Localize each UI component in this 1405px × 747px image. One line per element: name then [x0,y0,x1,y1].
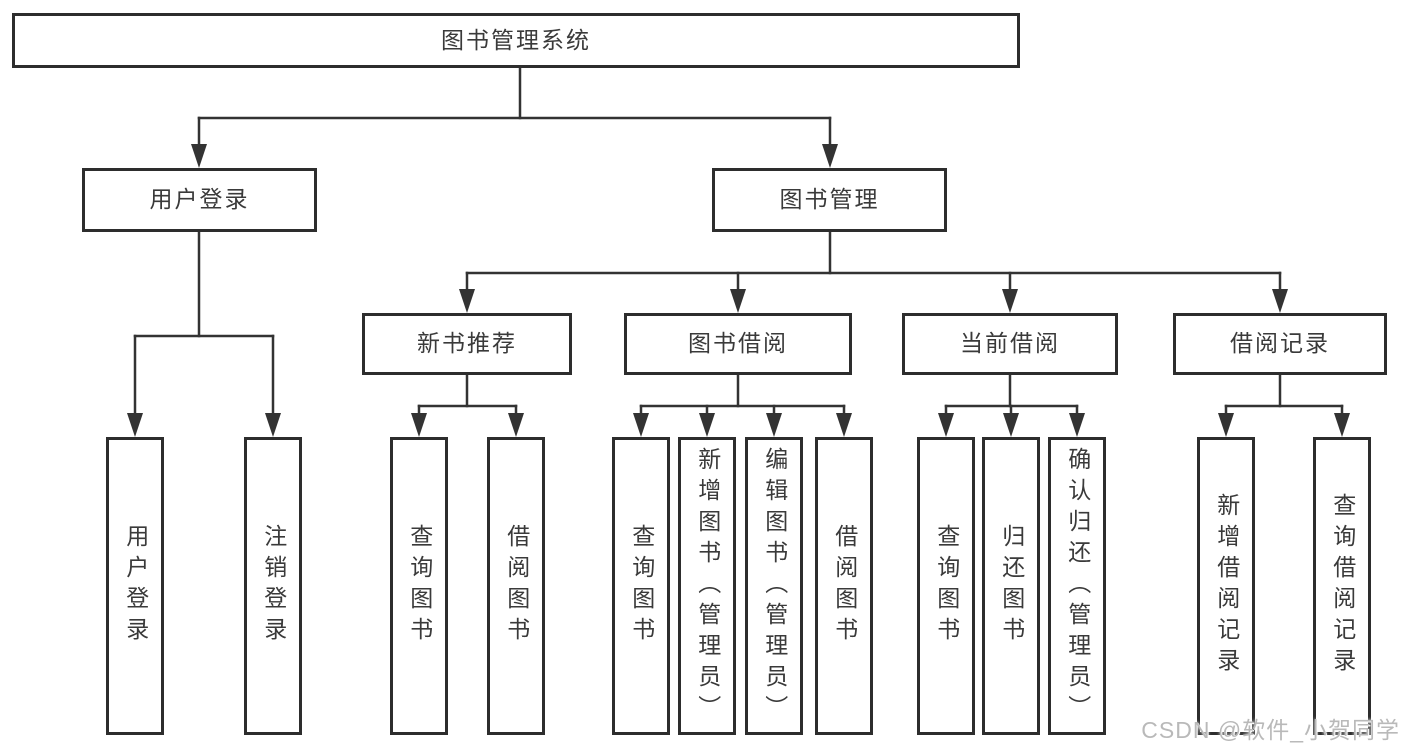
node-leaf-add-borrow-record: 新增借阅记录 [1197,437,1255,735]
node-leaf-add-book-admin: 新增图书（管理员） [678,437,736,735]
node-leaf-borrow-book-1: 借阅图书 [487,437,545,735]
node-leaf-logout: 注销登录 [244,437,302,735]
node-leaf-query-book-3: 查询图书 [917,437,975,735]
node-leaf-edit-book-admin: 编辑图书（管理员） [745,437,803,735]
node-borrow-records: 借阅记录 [1173,313,1387,375]
node-leaf-return-book: 归还图书 [982,437,1040,735]
node-root: 图书管理系统 [12,13,1020,68]
node-leaf-confirm-return-admin: 确认归还（管理员） [1048,437,1106,735]
node-new-book-rec: 新书推荐 [362,313,572,375]
node-leaf-user-login: 用户登录 [106,437,164,735]
node-leaf-query-borrow-record: 查询借阅记录 [1313,437,1371,735]
node-book-borrow: 图书借阅 [624,313,852,375]
node-leaf-query-book-2: 查询图书 [612,437,670,735]
node-leaf-borrow-book-2: 借阅图书 [815,437,873,735]
node-book-mgmt: 图书管理 [712,168,947,232]
watermark: CSDN @软件_小贺同学 [1141,717,1400,743]
node-leaf-query-book-1: 查询图书 [390,437,448,735]
node-current-borrow: 当前借阅 [902,313,1118,375]
node-user-login: 用户登录 [82,168,317,232]
